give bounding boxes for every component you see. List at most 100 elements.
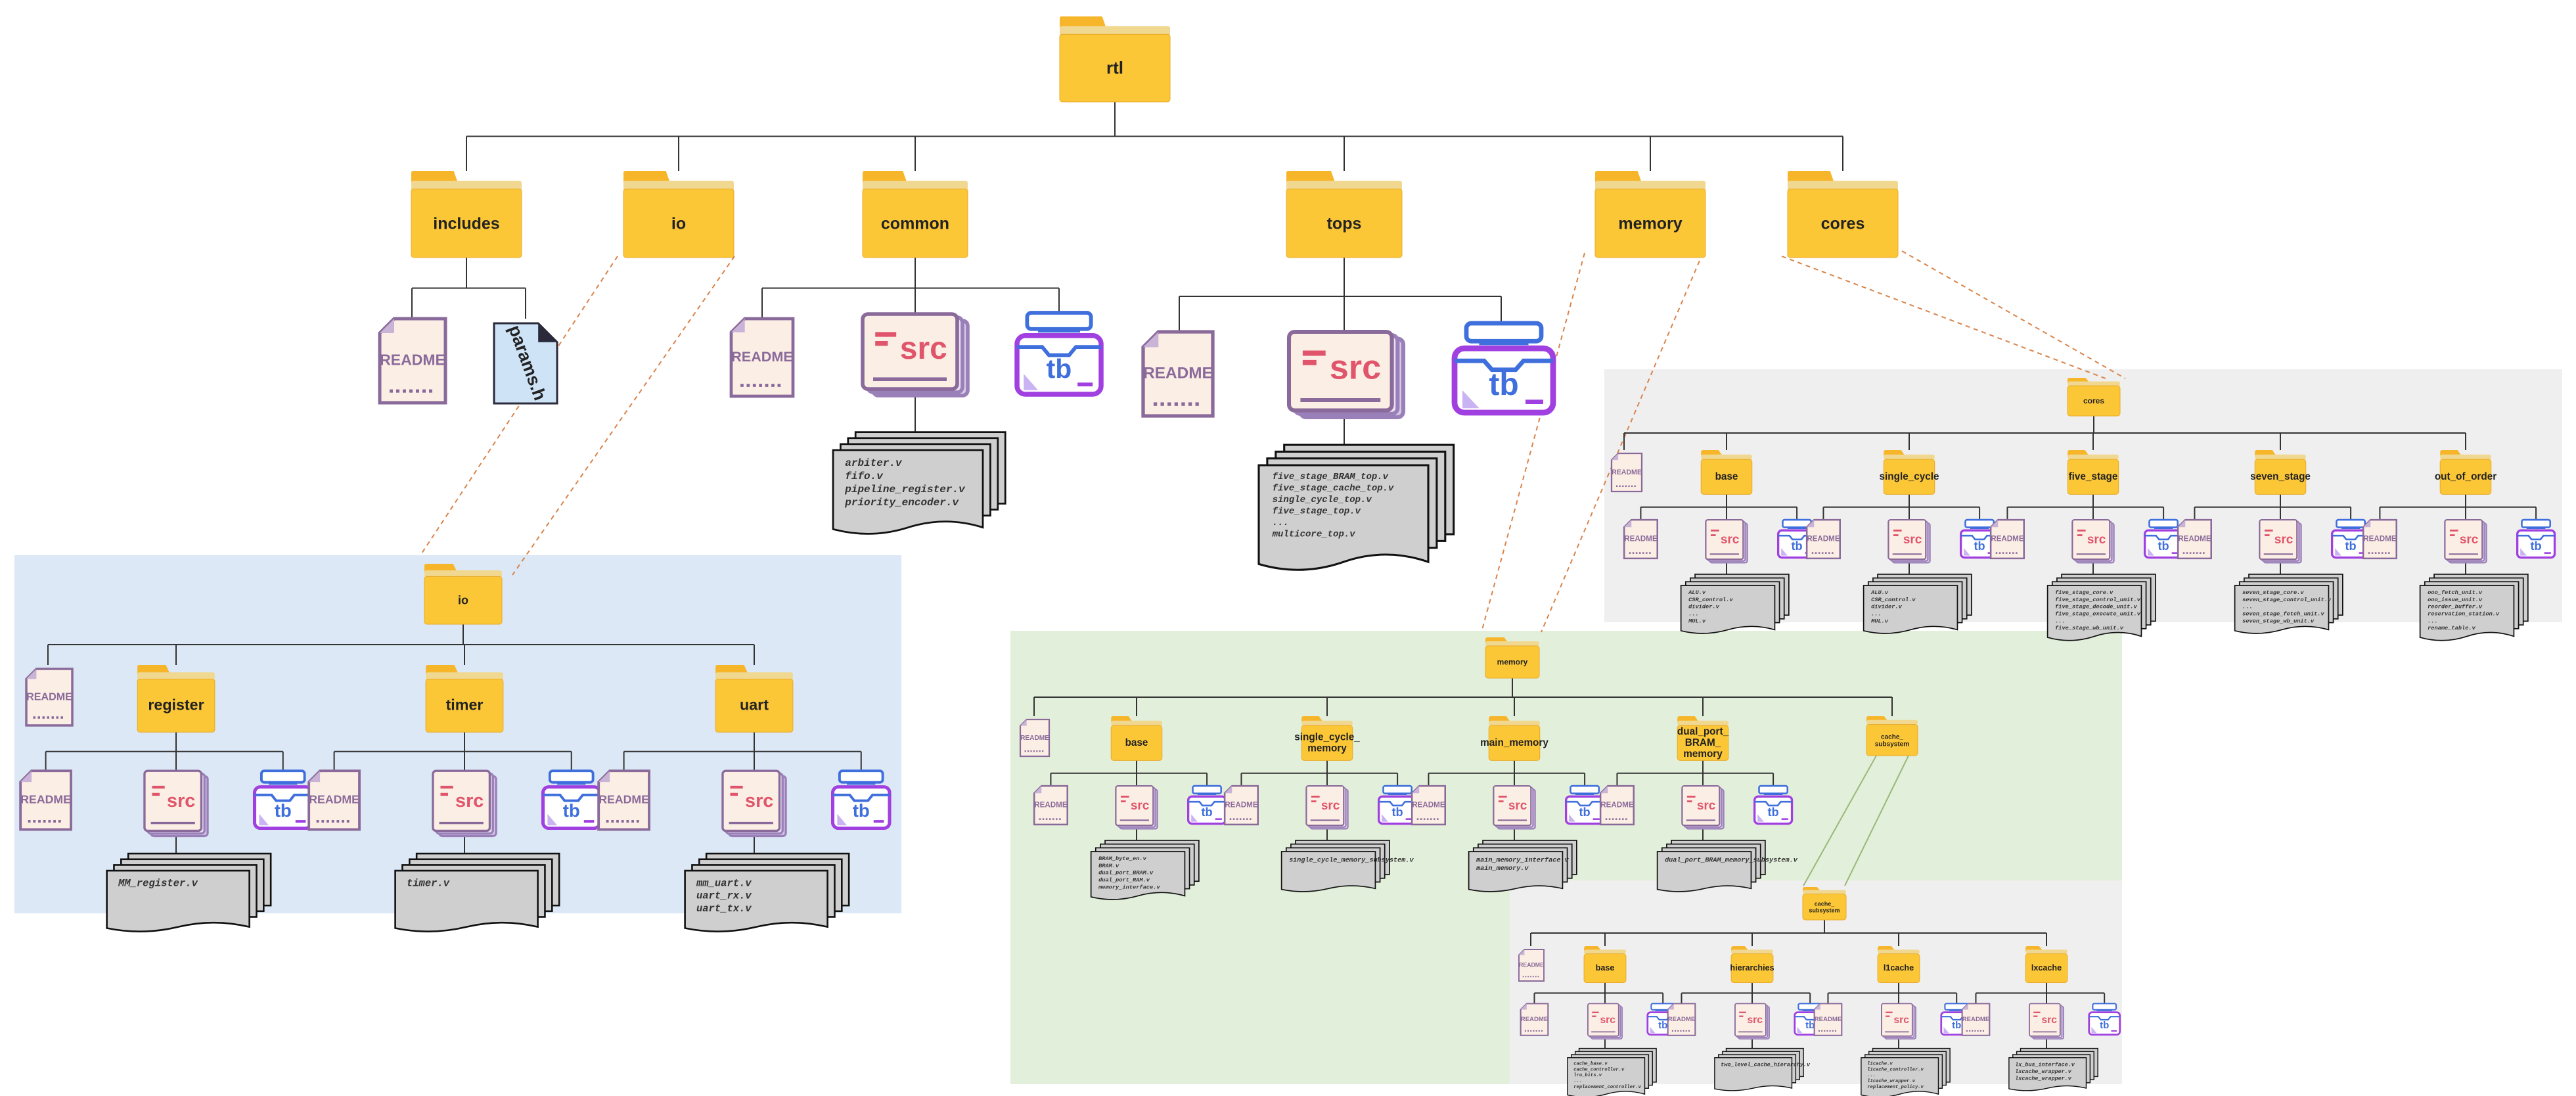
io-timer-folder[interactable]: timer — [425, 665, 504, 733]
folder-paper — [863, 181, 968, 191]
tb-label: tb — [275, 800, 292, 821]
tray-corner — [259, 813, 269, 826]
memory-single_cycle_memory-tb[interactable]: tb — [1377, 785, 1418, 825]
io-register-folder[interactable]: register — [137, 665, 215, 733]
tops-readme[interactable]: README — [1141, 330, 1215, 418]
cache-lxcache-readme[interactable]: README — [1961, 1003, 1991, 1036]
cache-lxcache-src[interactable]: src — [2029, 1003, 2064, 1040]
cores-five_stage-readme[interactable]: README — [1989, 518, 2025, 560]
memory-base-tb[interactable]: tb — [1186, 785, 1227, 825]
io-register-src[interactable]: src — [143, 769, 209, 838]
src-label: src — [1721, 533, 1739, 547]
top-folder-tops[interactable]: tops — [1286, 171, 1403, 258]
memory-main_memory-tb[interactable]: tb — [1564, 785, 1605, 825]
cache-base-folder[interactable]: base — [1583, 946, 1627, 983]
io-timer-src[interactable]: src — [432, 769, 497, 838]
memory-dual_port_BRAM_memory-src[interactable]: src — [1681, 785, 1725, 830]
io-uart-tb[interactable]: tb — [830, 769, 892, 831]
root-folder[interactable]: rtl — [1059, 16, 1171, 103]
folder-label: register — [148, 696, 204, 713]
io-panel-readme[interactable]: README — [25, 668, 74, 727]
memory-base-src[interactable]: src — [1115, 785, 1158, 830]
cache-panel-readme[interactable]: README — [1518, 949, 1545, 982]
cache-lxcache-folder[interactable]: lxcache — [2025, 946, 2068, 983]
cores-seven_stage-src[interactable]: src — [2259, 518, 2302, 564]
memory-panel-folder[interactable]: memory — [1485, 637, 1540, 679]
memory-cache_subsystem-folder[interactable]: cache_subsystem — [1866, 716, 1918, 756]
io-uart-folder[interactable]: uart — [715, 665, 794, 733]
memory-single_cycle_memory-src[interactable]: src — [1305, 785, 1349, 830]
io-register-tb[interactable]: tb — [252, 769, 313, 831]
cores-out_of_order-src[interactable]: src — [2444, 518, 2487, 564]
memory-base-readme[interactable]: README — [1033, 785, 1069, 826]
cores-single_cycle-src[interactable]: src — [1887, 518, 1931, 564]
tray-corner — [1781, 548, 1788, 556]
cache-panel-folder[interactable]: cache_subsystem — [1802, 887, 1847, 921]
memory-single_cycle_memory-folder[interactable]: single_cycle_memory — [1294, 716, 1360, 761]
src-label: src — [2087, 533, 2106, 547]
top-folder-memory[interactable]: memory — [1594, 171, 1706, 258]
memory-dual_port_BRAM_memory-folder[interactable]: dual_port_BRAM_memory — [1677, 716, 1729, 761]
common-src[interactable]: src — [861, 312, 970, 398]
cache-base-src[interactable]: src — [1587, 1003, 1623, 1040]
cores-out_of_order-readme[interactable]: README — [2362, 518, 2398, 560]
cores-single_cycle-folder[interactable]: single_cycle — [1880, 450, 1939, 495]
cores-seven_stage-readme[interactable]: README — [2177, 518, 2213, 560]
cache-hierarchies-readme[interactable]: README — [1667, 1003, 1696, 1036]
memory-main_memory-readme[interactable]: README — [1411, 785, 1447, 826]
src-label: src — [1508, 799, 1527, 813]
cores-five_stage-src[interactable]: src — [2071, 518, 2115, 564]
memory-panel-readme[interactable]: README — [1019, 718, 1051, 758]
tray-notch — [1378, 800, 1416, 807]
tops-src[interactable]: src — [1286, 329, 1406, 420]
io-panel-folder[interactable]: io — [424, 564, 503, 625]
cores-out_of_order-tb[interactable]: tb — [2516, 518, 2556, 559]
cores-single_cycle-readme[interactable]: README — [1805, 518, 1842, 560]
top-folder-io[interactable]: io — [623, 171, 734, 258]
tops-tb[interactable]: tb — [1451, 321, 1556, 416]
memory-base-folder[interactable]: base — [1110, 716, 1163, 761]
io-register-readme[interactable]: README — [19, 769, 72, 831]
cores-panel-folder[interactable]: cores — [2067, 378, 2121, 417]
cores-base-folder[interactable]: base — [1700, 450, 1753, 495]
cache-hierarchies-src[interactable]: src — [1734, 1003, 1770, 1040]
cores-five_stage-tb[interactable]: tb — [2143, 518, 2184, 559]
cache-l1cache-tb[interactable]: tb — [1940, 1003, 1974, 1036]
cache-l1cache-readme[interactable]: README — [1813, 1003, 1843, 1036]
folder-label: lxcache — [2031, 963, 2062, 972]
cores-five_stage-folder[interactable]: five_stage — [2067, 450, 2119, 495]
includes-readme[interactable]: README — [378, 317, 447, 405]
cores-out_of_order-folder[interactable]: out_of_order — [2435, 450, 2497, 495]
memory-main_memory-src[interactable]: src — [1493, 785, 1536, 830]
header-file-icon — [493, 322, 558, 405]
cache-lxcache-tb[interactable]: tb — [2088, 1003, 2121, 1036]
top-folder-includes[interactable]: includes — [411, 171, 522, 258]
io-timer-readme[interactable]: README — [307, 769, 361, 831]
includes-params[interactable]: params.h — [493, 322, 558, 405]
tray-corner — [2091, 1026, 2097, 1034]
tb-label: tb — [1952, 1020, 1961, 1031]
cache-hierarchies-folder[interactable]: hierarchies — [1730, 946, 1774, 983]
cores-base-src[interactable]: src — [1705, 518, 1748, 564]
common-tb[interactable]: tb — [1014, 311, 1104, 397]
common-readme[interactable]: README — [729, 317, 795, 398]
cores-base-readme[interactable]: README — [1623, 518, 1659, 560]
tray-notch — [1960, 534, 1999, 541]
top-folder-cores[interactable]: cores — [1787, 171, 1899, 258]
cores-seven_stage-tb[interactable]: tb — [2330, 518, 2371, 559]
memory-dual_port_BRAM_memory-tb[interactable]: tb — [1753, 785, 1794, 825]
cache-base-readme[interactable]: README — [1520, 1003, 1549, 1036]
memory-main_memory-folder[interactable]: main_memory — [1480, 716, 1548, 761]
folder-paper — [623, 181, 734, 191]
io-uart-src[interactable]: src — [721, 769, 787, 838]
cores-panel-readme[interactable]: README — [1610, 452, 1643, 493]
top-folder-common[interactable]: common — [862, 171, 968, 258]
cores-seven_stage-folder[interactable]: seven_stage — [2250, 450, 2311, 495]
memory-dual_port_BRAM_memory-readme[interactable]: README — [1599, 785, 1635, 826]
cache-l1cache-src[interactable]: src — [1881, 1003, 1916, 1040]
io-uart-readme[interactable]: README — [597, 769, 650, 831]
io-timer-tb[interactable]: tb — [541, 769, 602, 831]
folder-icon — [1110, 725, 1163, 761]
cache-l1cache-folder[interactable]: l1cache — [1877, 946, 1920, 983]
memory-single_cycle_memory-readme[interactable]: README — [1223, 785, 1259, 826]
